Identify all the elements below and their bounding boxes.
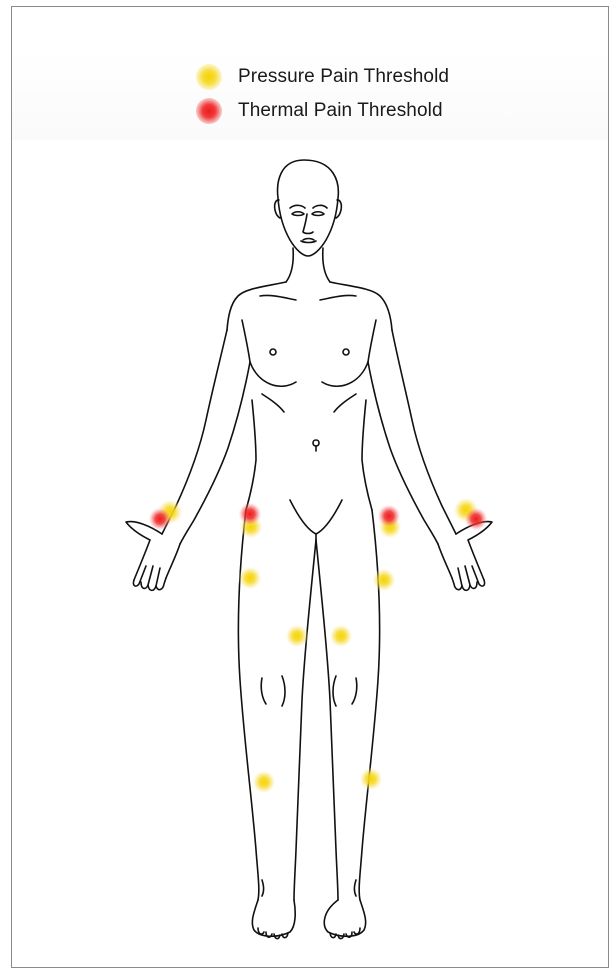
head-outline (278, 160, 339, 256)
pressure-marker-right-thigh (372, 568, 396, 592)
pressure-marker-right-calf (359, 767, 383, 791)
pressure-marker-left-knee (285, 624, 309, 648)
thermal-marker-left-wrist (148, 507, 172, 531)
thermal-marker-right-wrist (464, 507, 488, 531)
pressure-marker-left-calf (252, 770, 276, 794)
thermal-marker-left-hip (238, 502, 262, 526)
pressure-marker-left-thigh (238, 566, 262, 590)
thermal-markers (148, 502, 488, 531)
thermal-marker-right-hip (377, 504, 401, 528)
pressure-markers (157, 497, 479, 794)
pressure-marker-right-knee (329, 624, 353, 648)
